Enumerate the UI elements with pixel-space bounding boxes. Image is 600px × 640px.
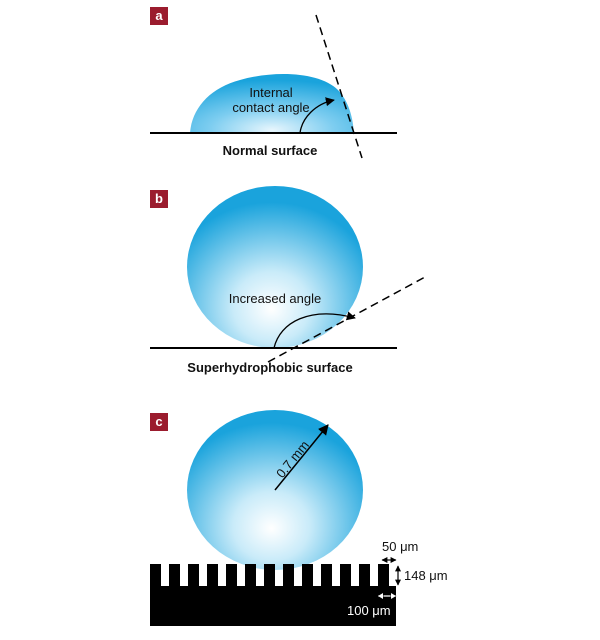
panel-b: Increased angle Superhydrophobic surface (150, 186, 426, 375)
superhydrophobic-surface-caption: Superhydrophobic surface (187, 360, 352, 375)
pillar (359, 564, 370, 587)
contact-angle-arrow (299, 97, 335, 134)
pillar (321, 564, 332, 587)
droplet-superhydrophobic (187, 186, 363, 348)
pillar (302, 564, 313, 587)
pillar-spacing-label: 100 μm (347, 603, 391, 618)
radius-arrow (274, 424, 329, 491)
contact-angle-label-line2: contact angle (232, 100, 309, 115)
normal-surface-caption: Normal surface (223, 143, 318, 158)
pillar (378, 564, 389, 587)
pillar-height-label: 148 μm (404, 568, 448, 583)
pillar (340, 564, 351, 587)
panel-a: Internal contact angle Normal surface (150, 14, 397, 159)
pillar (169, 564, 180, 587)
contact-angle-label-line1: Internal (249, 85, 292, 100)
pillar (283, 564, 294, 587)
pillar (245, 564, 256, 587)
tangent-dashed-line-b (267, 276, 426, 363)
substrate-base (150, 586, 396, 626)
pillar-substrate (150, 564, 396, 626)
pillar (188, 564, 199, 587)
panel-c: 0.7 mm 50 μm (150, 410, 448, 626)
increased-angle-label: Increased angle (229, 291, 322, 306)
pillar-width-label: 50 μm (382, 539, 418, 554)
panel-c-badge: c (150, 413, 168, 431)
droplet-normal (190, 74, 354, 133)
panel-b-badge: b (150, 190, 168, 208)
spacing-arrow-heads-white (378, 593, 396, 599)
panel-a-badge: a (150, 7, 168, 25)
pillar (207, 564, 218, 587)
increased-angle-arrow (273, 311, 356, 349)
pillar (150, 564, 161, 587)
pillar (226, 564, 237, 587)
pillar (264, 564, 275, 587)
